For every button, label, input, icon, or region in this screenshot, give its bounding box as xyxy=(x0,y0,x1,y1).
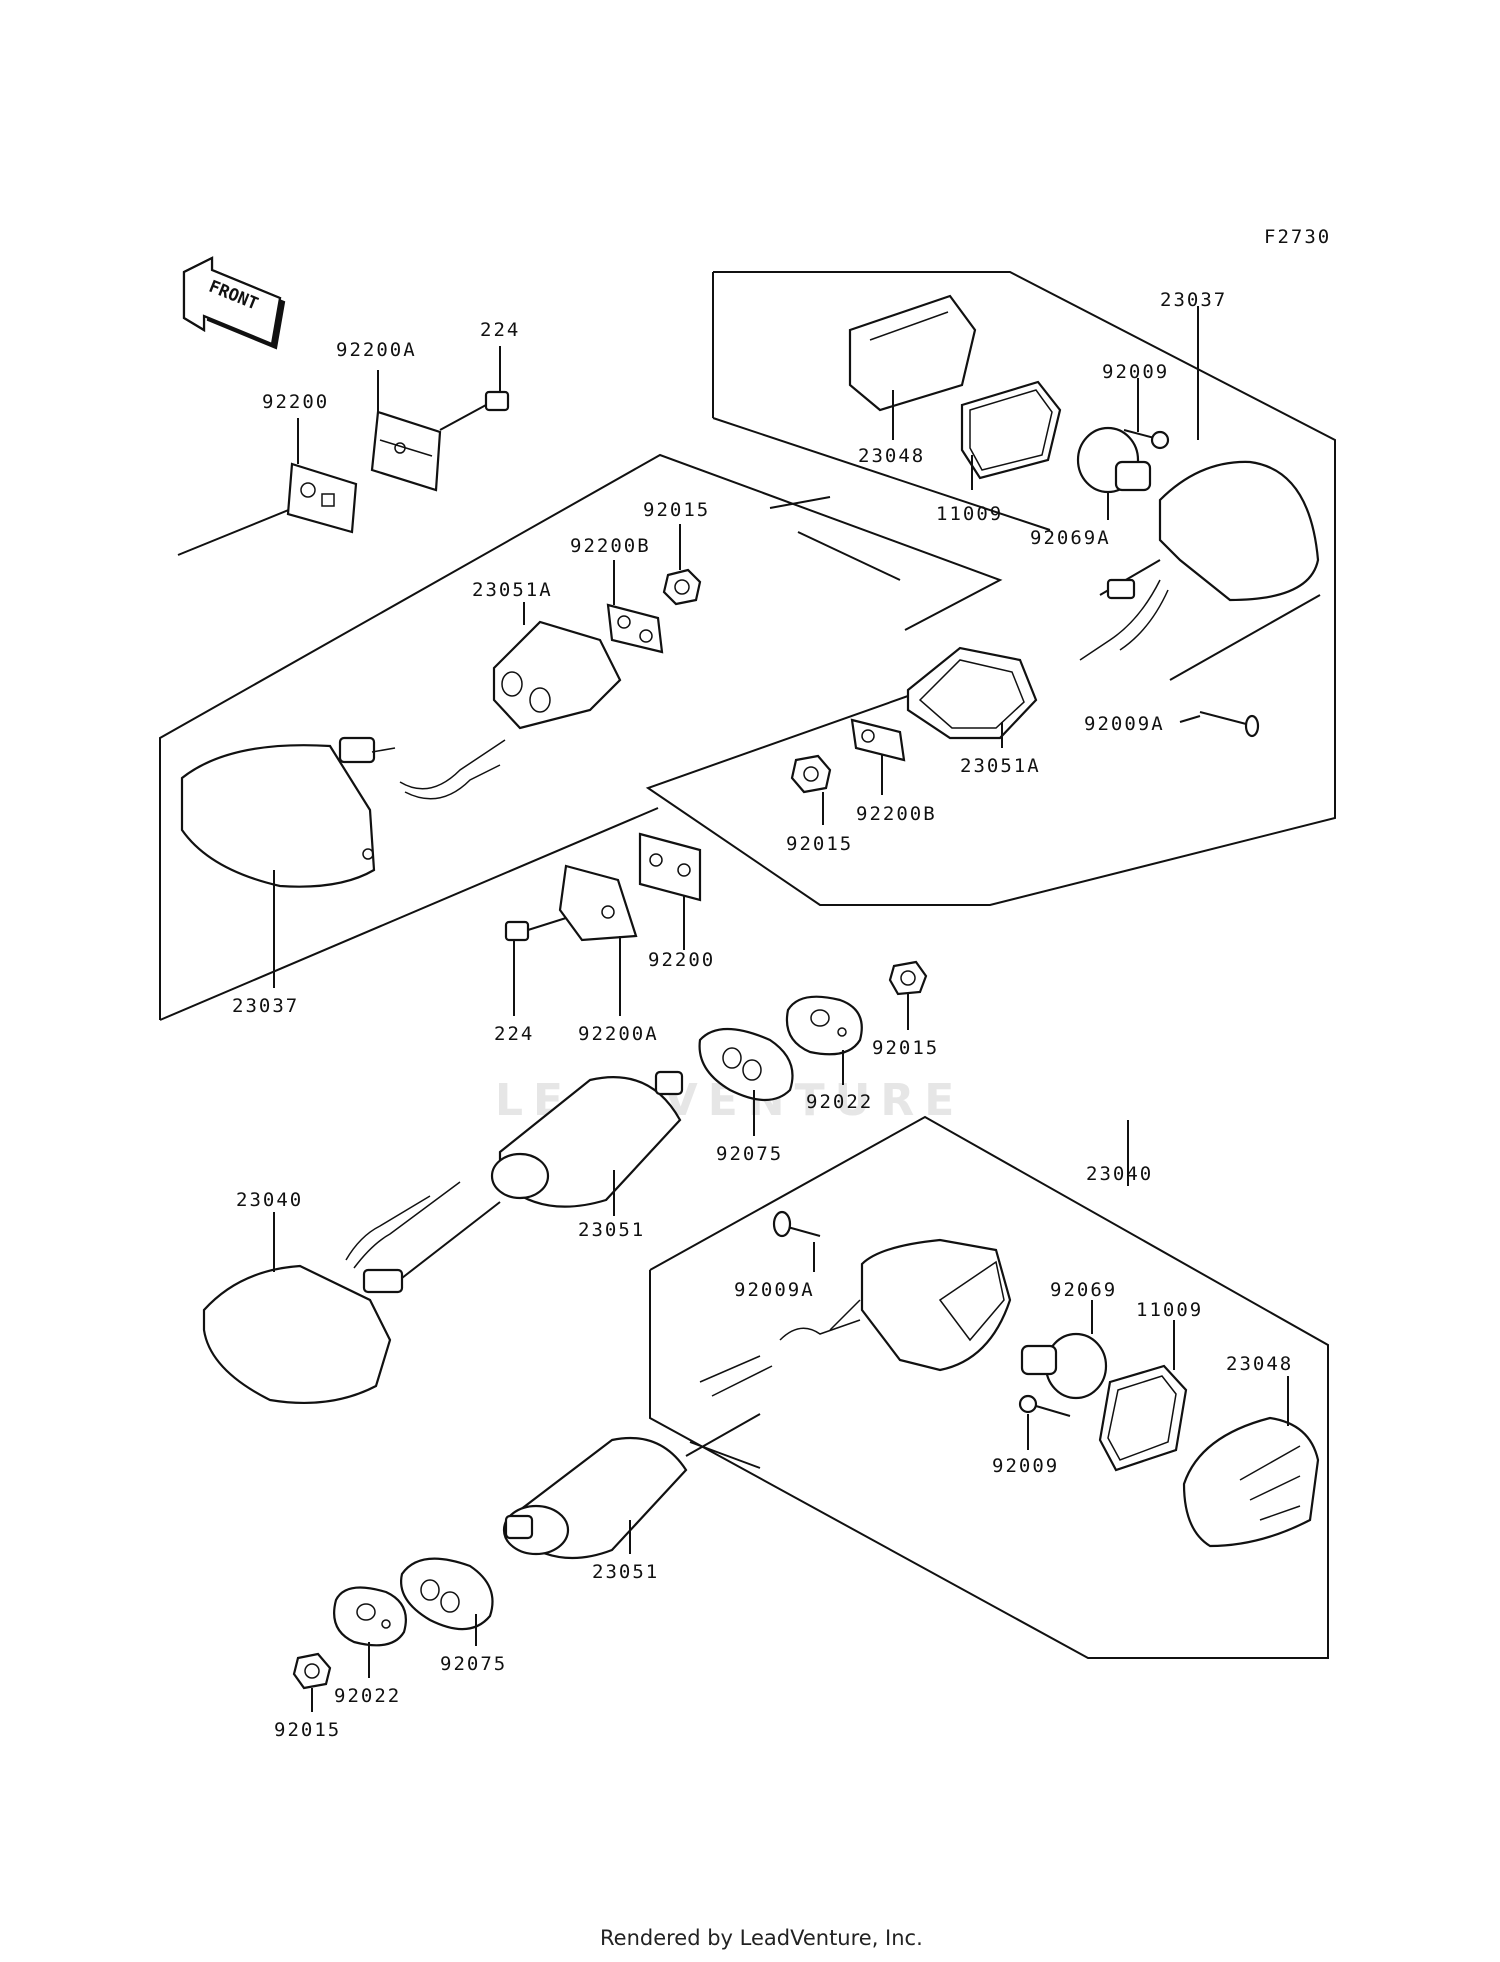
callout-label: 23048 xyxy=(858,445,925,467)
housing-23037-top xyxy=(1079,460,1320,661)
callout-label: 92200B xyxy=(570,535,651,557)
bulb-92069A-top xyxy=(1076,426,1152,494)
callout-labels: 92200A 224 92200 23037 23048 92009 11009… xyxy=(232,289,1293,1741)
housing-23040-right xyxy=(699,1238,1012,1397)
callout-label: 224 xyxy=(480,319,520,341)
callout-label: 92075 xyxy=(440,1653,507,1675)
callout-label: 92009A xyxy=(734,1279,815,1301)
callout-label: 92200A xyxy=(578,1023,659,1045)
rubber-23051A-left xyxy=(492,620,622,730)
callout-label: 92022 xyxy=(334,1685,401,1707)
assembly-outline-front-right xyxy=(645,271,1336,906)
screw-92009-top xyxy=(1123,429,1170,450)
lens-23048-top xyxy=(848,294,977,412)
callout-label: 23051 xyxy=(578,1219,645,1241)
callout-label: 23037 xyxy=(1160,289,1227,311)
housing-23037-left xyxy=(180,736,506,888)
bulb-92069-rear xyxy=(1020,1332,1108,1400)
gasket-11009-top xyxy=(960,380,1062,480)
rubber-92075-rear xyxy=(400,1557,494,1631)
gasket-11009-rear xyxy=(1098,1364,1188,1472)
callout-label: 92200B xyxy=(856,803,937,825)
screw-224-top xyxy=(439,390,510,431)
lens-23048-rear xyxy=(1182,1416,1320,1548)
callout-label: 23051 xyxy=(592,1561,659,1583)
rubber-92075-mid xyxy=(698,1028,794,1101)
screw-92009A-rear xyxy=(772,1210,821,1238)
callout-label: 92200 xyxy=(648,949,715,971)
callout-label: 92009 xyxy=(1102,361,1169,383)
figure-code: F2730 xyxy=(1264,226,1331,248)
housing-23040-left xyxy=(202,1181,501,1405)
assembly-outline-rear-right xyxy=(649,1115,1329,1659)
callout-label: 92015 xyxy=(786,833,853,855)
callout-label: 92200A xyxy=(336,339,417,361)
callout-label: 23051A xyxy=(960,755,1041,777)
callout-label: 11009 xyxy=(1136,1299,1203,1321)
sleeve-23051-rear xyxy=(502,1413,761,1560)
plate-92200-mid xyxy=(638,832,702,902)
callout-label: 23051A xyxy=(472,579,553,601)
bracket-92200A-top xyxy=(370,410,442,492)
nut-92015-rear xyxy=(292,1652,332,1690)
callout-label: 92015 xyxy=(643,499,710,521)
plate-92200B-top xyxy=(606,603,664,654)
plate-92200B-mid xyxy=(850,718,906,762)
callout-label: 92069A xyxy=(1030,527,1111,549)
callout-label: 23040 xyxy=(236,1189,303,1211)
nut-92015-top xyxy=(662,568,702,606)
footer-credit: Rendered by LeadVenture, Inc. xyxy=(600,1926,923,1950)
plate-92022-rear xyxy=(333,1586,407,1647)
plate-92022-mid xyxy=(785,995,863,1056)
callout-label: 92022 xyxy=(806,1091,873,1113)
callout-label: 92015 xyxy=(274,1719,341,1741)
callout-label: 224 xyxy=(494,1023,534,1045)
callout-label: 92009A xyxy=(1084,713,1165,735)
leader-lines xyxy=(273,306,1289,1712)
callout-label: 92069 xyxy=(1050,1279,1117,1301)
callout-label: 11009 xyxy=(936,503,1003,525)
callout-label: 92009 xyxy=(992,1455,1059,1477)
front-arrow-icon: FRONT xyxy=(182,256,286,350)
rubber-23051A-right xyxy=(906,646,1038,740)
callout-label: 23040 xyxy=(1086,1163,1153,1185)
plate-92200-top xyxy=(286,462,358,534)
bracket-92200A-mid xyxy=(558,864,638,942)
callout-label: 92015 xyxy=(872,1037,939,1059)
screw-224-mid xyxy=(504,917,567,942)
screw-92009A-right xyxy=(1199,711,1260,738)
sleeve-23051-mid xyxy=(490,1070,684,1208)
assembly-outline-front-left xyxy=(159,453,1003,1021)
screw-92009-rear xyxy=(1018,1394,1071,1417)
nut-92015-right xyxy=(888,960,928,996)
callout-label: 23037 xyxy=(232,995,299,1017)
callout-label: 92075 xyxy=(716,1143,783,1165)
nut-92015-mid xyxy=(790,754,832,794)
callout-label: 23048 xyxy=(1226,1353,1293,1375)
callout-label: 92200 xyxy=(262,391,329,413)
